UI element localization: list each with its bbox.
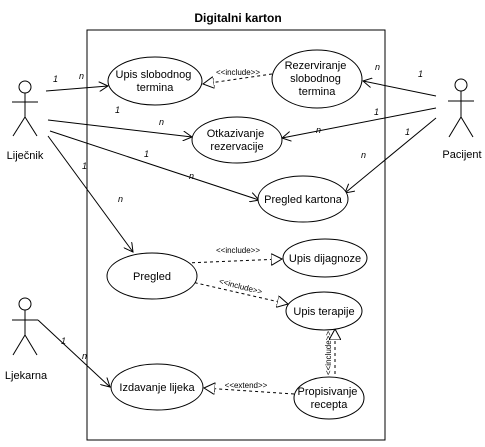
usecase-otkazivanje[interactable]: [191, 116, 283, 164]
usecase-rezerviranje-label: Rezerviranje slobodnog termina: [285, 60, 350, 98]
usecase-izdavanje-lijeka[interactable]: [110, 363, 204, 411]
diagram-title: Digitalni karton: [194, 11, 281, 25]
include-pregled-upis-dijagnoze: [185, 259, 282, 263]
multiplicities: 1 n 1 n 1 n 1 n 1 n 1 n 1 n 1 n: [53, 62, 423, 361]
assoc-ljekarna-izdavanje: [37, 319, 110, 387]
svg-text:1: 1: [61, 336, 66, 346]
svg-text:n: n: [316, 125, 321, 135]
stereotype-extend-label: <<extend>>: [225, 381, 268, 390]
assoc-lijecnik-otkazivanje: [47, 119, 192, 137]
usecase-upis-dijagnoze-label: Upis dijagnoze: [289, 253, 361, 265]
usecase-pregled-kartona-label: Pregled kartona: [264, 194, 343, 206]
usecase-izdavanje-lijeka-label: Izdavanje lijeka: [119, 382, 195, 394]
usecase-propisivanje-recepta[interactable]: [293, 376, 365, 420]
actor-ljekarna-label: Ljekarna: [5, 370, 48, 382]
stereotype-include-label: <<include>>: [216, 246, 260, 255]
stereotype-include-label: <<include>>: [216, 68, 260, 77]
assoc-pacijent-otkazivanje: [282, 107, 437, 138]
usecase-pregled[interactable]: [106, 252, 198, 300]
stereotype-include-label: <<include>>: [218, 277, 263, 296]
usecase-otkazivanje-label: Otkazivanje rezervacije: [207, 128, 268, 153]
usecase-pregled-label: Pregled: [133, 271, 171, 283]
svg-text:1: 1: [82, 161, 87, 171]
usecase-upis-slobodnog-termina-label: Upis slobodnog termina: [116, 69, 195, 94]
usecase-upis-terapije[interactable]: [285, 291, 363, 331]
usecase-rezerviranje[interactable]: [271, 49, 363, 109]
usecase-pregled-kartona[interactable]: [257, 175, 349, 223]
svg-text:1: 1: [144, 149, 149, 159]
assoc-lijecnik-upis-termina: [45, 86, 108, 91]
actor-ljekarna[interactable]: [12, 297, 38, 356]
assoc-pacijent-pregled-kartona: [345, 117, 437, 193]
actor-pacijent-label: Pacijent: [442, 149, 481, 161]
svg-text:n: n: [79, 71, 84, 81]
svg-text:n: n: [189, 171, 194, 181]
svg-text:n: n: [375, 62, 380, 72]
usecase-upis-terapije-label: Upis terapije: [293, 306, 354, 318]
svg-text:1: 1: [115, 105, 120, 115]
actor-lijecnik-label: Liječnik: [7, 150, 44, 162]
svg-text:1: 1: [53, 74, 58, 84]
system-boundary: [86, 29, 386, 441]
actor-lijecnik[interactable]: [12, 80, 38, 137]
assoc-pacijent-rezerviranje: [363, 81, 437, 97]
svg-text:1: 1: [418, 69, 423, 79]
svg-text:n: n: [159, 117, 164, 127]
usecase-upis-dijagnoze[interactable]: [282, 238, 368, 278]
svg-text:1: 1: [405, 127, 410, 137]
stereotype-include-label: <<include>>: [324, 331, 333, 375]
svg-text:n: n: [118, 194, 123, 204]
svg-text:1: 1: [374, 107, 379, 117]
actor-pacijent[interactable]: [448, 78, 474, 138]
assoc-lijecnik-pregled-kartona: [49, 130, 259, 200]
usecase-propisivanje-recepta-label: Propisivanje recepta: [298, 386, 361, 411]
assoc-lijecnik-pregled: [47, 135, 133, 252]
svg-text:n: n: [361, 150, 366, 160]
usecase-upis-slobodnog-termina[interactable]: [107, 56, 203, 106]
svg-text:n: n: [82, 351, 87, 361]
